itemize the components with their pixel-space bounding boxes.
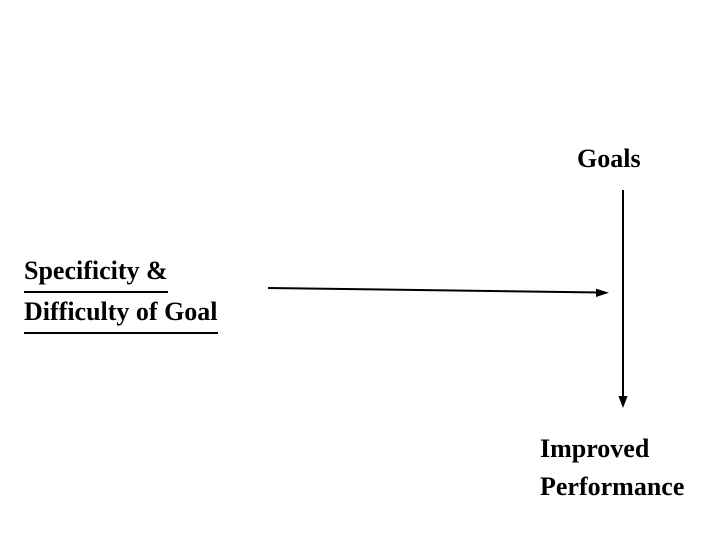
node-antecedent-line-1-wrap: Specificity & bbox=[24, 252, 218, 293]
horizontal-arrow-shaft bbox=[267, 287, 601, 294]
node-improved-performance: Improved Performance bbox=[540, 430, 684, 506]
node-specificity-difficulty-of-goal: Specificity & Difficulty of Goal bbox=[24, 252, 218, 334]
node-antecedent-line-2-wrap: Difficulty of Goal bbox=[24, 293, 218, 334]
vertical-arrow-head bbox=[618, 396, 628, 408]
node-goals: Goals bbox=[577, 140, 641, 178]
vertical-arrow bbox=[618, 190, 628, 408]
horizontal-arrow bbox=[267, 287, 609, 297]
node-goals-line-1: Goals bbox=[577, 144, 641, 173]
horizontal-arrow-head bbox=[596, 288, 609, 297]
node-outcome-line-2: Performance bbox=[540, 472, 685, 501]
node-antecedent-line-2: Difficulty of Goal bbox=[24, 293, 218, 334]
node-antecedent-line-1: Specificity & bbox=[24, 252, 168, 293]
node-outcome-line-1: Improved bbox=[540, 434, 650, 463]
